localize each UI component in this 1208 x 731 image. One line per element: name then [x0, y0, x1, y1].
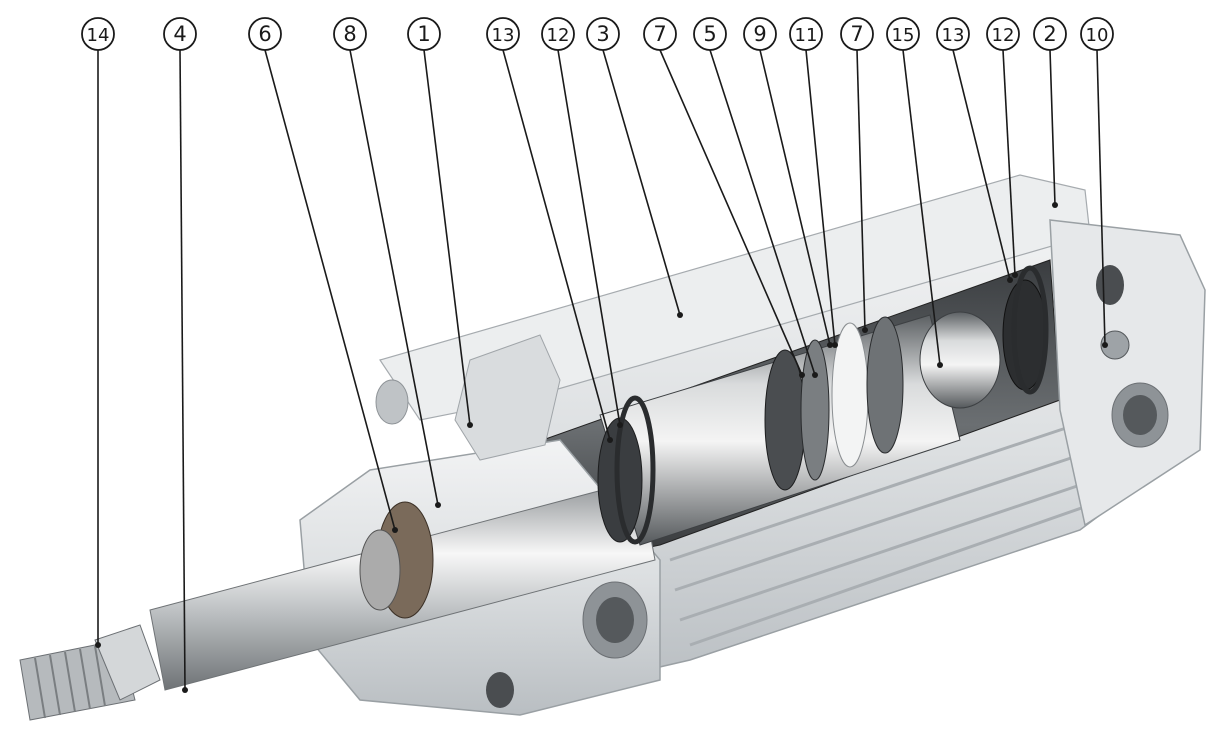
rod-wiper-inner — [359, 529, 401, 611]
callout-circle-7 — [643, 17, 677, 51]
leader-dot-12 — [617, 422, 623, 428]
callout-circle-15 — [886, 17, 920, 51]
leader-line-15 — [902, 49, 941, 366]
leader-line-13 — [502, 49, 611, 441]
leader-line-7 — [856, 49, 866, 331]
callout-circle-5 — [693, 17, 727, 51]
leader-dot-14 — [95, 642, 101, 648]
leader-dot-3 — [677, 312, 683, 318]
callout-circle-1 — [407, 17, 441, 51]
cushion-piston — [919, 311, 1001, 409]
callout-circle-3 — [586, 17, 620, 51]
leader-dot-7 — [862, 327, 868, 333]
callout-circle-2 — [1033, 17, 1067, 51]
end-cap-port-inner — [1123, 395, 1157, 435]
leader-dot-5 — [812, 372, 818, 378]
callout-label-7: 7 — [653, 22, 666, 46]
callout-label-6: 6 — [258, 22, 271, 46]
leader-line-3 — [602, 49, 681, 316]
callout-label-5: 5 — [703, 22, 716, 46]
leader-dot-13 — [1007, 277, 1013, 283]
leader-line-1 — [423, 49, 471, 426]
callout-label-4: 4 — [173, 22, 186, 46]
leader-dot-15 — [937, 362, 943, 368]
seal-ring-d — [866, 316, 904, 454]
leader-line-10 — [1096, 49, 1106, 346]
callout-circle-7 — [840, 17, 874, 51]
leader-line-12 — [1002, 49, 1016, 276]
callout-label-3: 3 — [596, 22, 609, 46]
retaining-ring-right — [1011, 265, 1049, 395]
leader-dot-12 — [1012, 272, 1018, 278]
callout-circle-6 — [248, 17, 282, 51]
callout-circle-13 — [486, 17, 520, 51]
leader-dot-8 — [435, 502, 441, 508]
callout-circle-12 — [541, 17, 575, 51]
callout-label-8: 8 — [343, 22, 356, 46]
cushion-screw — [1100, 330, 1130, 360]
rod-nut — [94, 624, 161, 701]
leader-dot-2 — [1052, 202, 1058, 208]
callout-label-13: 13 — [942, 25, 965, 46]
leader-line-11 — [805, 49, 836, 346]
callout-circle-13 — [936, 17, 970, 51]
leader-line-2 — [1049, 49, 1056, 206]
front-port-inner — [596, 597, 634, 643]
callout-group: 14 4 6 8 1 13 12 3 7 5 9 11 7 15 13 12 2 10 — [81, 17, 1114, 693]
internal-parts — [19, 265, 1130, 721]
seal-ring-c — [800, 339, 830, 481]
callout-label-2: 2 — [1043, 22, 1056, 46]
leader-line-9 — [759, 49, 831, 346]
callout-label-1: 1 — [417, 22, 430, 46]
callout-circle-14 — [81, 17, 115, 51]
leader-dot-9 — [827, 342, 833, 348]
callout-label-10: 10 — [1086, 25, 1109, 46]
leader-line-5 — [709, 49, 816, 376]
leader-dot-7 — [799, 372, 805, 378]
leader-line-13 — [952, 49, 1011, 281]
leader-dot-6 — [392, 527, 398, 533]
top-screw-hole — [375, 379, 409, 425]
callout-label-14: 14 — [87, 25, 110, 46]
thread-lines — [34, 645, 106, 719]
callout-label-12: 12 — [992, 25, 1015, 46]
leader-line-4 — [179, 49, 186, 691]
profile-grooves — [669, 418, 1096, 647]
leader-dot-10 — [1102, 342, 1108, 348]
callout-circle-10 — [1080, 17, 1114, 51]
front-rib — [454, 334, 561, 461]
callout-label-13: 13 — [492, 25, 515, 46]
callout-circle-9 — [743, 17, 777, 51]
leader-dot-11 — [832, 342, 838, 348]
leader-dot-4 — [182, 687, 188, 693]
leader-line-6 — [264, 49, 396, 531]
callout-circle-12 — [986, 17, 1020, 51]
callout-label-12: 12 — [547, 25, 570, 46]
leader-line-8 — [349, 49, 439, 506]
callout-circle-8 — [333, 17, 367, 51]
leader-dot-13 — [607, 437, 613, 443]
seal-ring-b — [764, 349, 806, 491]
end-cap — [1049, 219, 1206, 527]
callout-label-9: 9 — [753, 22, 766, 46]
leader-line-12 — [557, 49, 621, 426]
retaining-ring-left — [614, 395, 656, 545]
callout-label-7: 7 — [850, 22, 863, 46]
callout-circle-11 — [789, 17, 823, 51]
front-screw-hole — [486, 672, 514, 708]
callout-circle-4 — [163, 17, 197, 51]
callout-label-15: 15 — [892, 25, 915, 46]
leader-dot-1 — [467, 422, 473, 428]
callout-label-11: 11 — [795, 25, 818, 46]
leader-line-7 — [659, 49, 803, 376]
end-cap-screw-hole — [1096, 265, 1124, 305]
